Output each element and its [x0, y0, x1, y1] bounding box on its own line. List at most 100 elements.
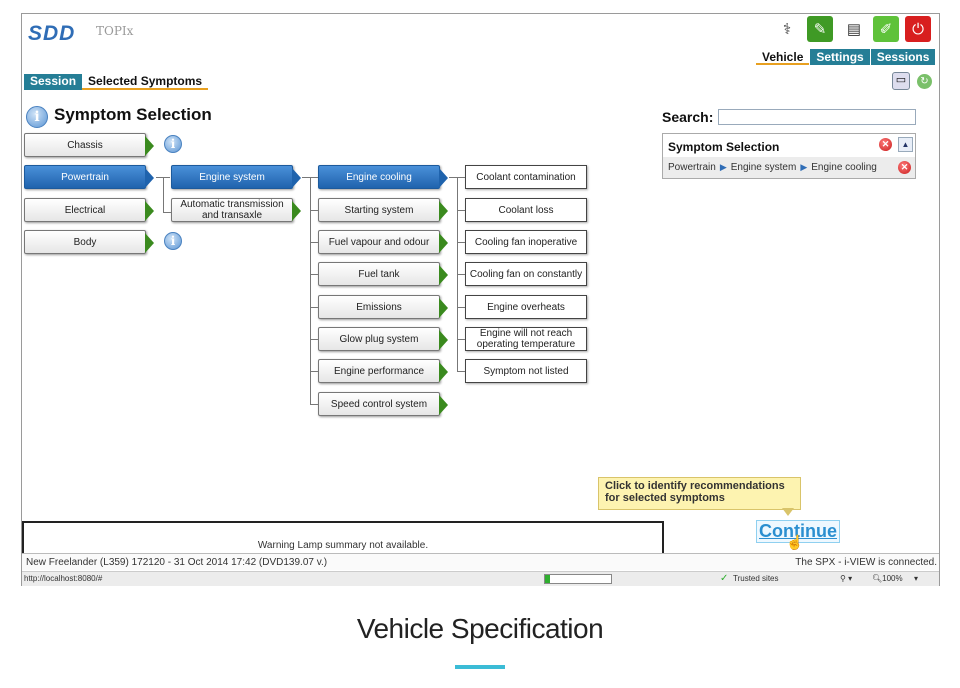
check-icon: ✓: [720, 573, 729, 584]
progress-fill: [545, 575, 550, 583]
node-label: Engine performance: [333, 365, 425, 377]
status-bar: New Freelander (L359) 172120 - 31 Oct 20…: [22, 553, 939, 570]
protected-mode-icon[interactable]: ⚲ ▾: [840, 574, 853, 583]
expand-arrow-icon: [439, 201, 448, 221]
node-label: Glow plug system: [339, 333, 419, 345]
zoom-level[interactable]: 🔍︎100%: [872, 574, 903, 583]
info-icon[interactable]: i: [164, 232, 182, 250]
exit-icon[interactable]: ⏻: [905, 16, 931, 42]
search-label: Search:: [662, 109, 714, 125]
tab-settings[interactable]: Settings: [809, 49, 870, 65]
node-label: Automatic transmission and transaxle: [180, 199, 284, 221]
connector: [310, 177, 311, 405]
expand-arrow-icon: [145, 168, 154, 188]
breadcrumb-session[interactable]: Session: [24, 74, 83, 90]
tree-node-automatic-transmission[interactable]: Automatic transmission and transaxle: [171, 198, 301, 222]
expand-arrow-icon: [292, 168, 301, 188]
cursor-icon: ☝: [786, 534, 804, 550]
security-zone: Trusted sites: [733, 574, 779, 583]
caption-underline: [455, 665, 505, 669]
refresh-icon[interactable]: ↻: [917, 74, 932, 89]
connector: [163, 212, 171, 213]
tree-node-fuel-vapour[interactable]: Fuel vapour and odour: [318, 230, 448, 254]
tree-node-glow-plug[interactable]: Glow plug system: [318, 327, 448, 351]
symptom-cooling-fan-on[interactable]: Cooling fan on constantly: [465, 262, 587, 286]
sdd-logo: SDD: [28, 22, 76, 45]
zoom-dropdown-icon[interactable]: ▾: [914, 574, 919, 583]
edit-icon[interactable]: ✐: [873, 16, 899, 42]
tree-node-chassis[interactable]: Chassis: [24, 133, 154, 157]
calendar-icon[interactable]: ▤: [846, 21, 862, 38]
tree-node-engine-system[interactable]: Engine system: [171, 165, 301, 189]
browser-url: http://localhost:8080/#: [24, 574, 103, 583]
stethoscope-icon[interactable]: ⚕: [782, 21, 792, 38]
continue-tooltip: Click to identify recommendations for se…: [598, 477, 801, 510]
symptom-engine-overheats[interactable]: Engine overheats: [465, 295, 587, 319]
tree-node-powertrain[interactable]: Powertrain: [24, 165, 154, 189]
tools-icon[interactable]: ✎: [807, 16, 833, 42]
node-label: Starting system: [344, 204, 414, 216]
tab-sessions[interactable]: Sessions: [869, 49, 936, 65]
info-icon[interactable]: i: [164, 135, 182, 153]
zoom-value: 100%: [882, 574, 903, 583]
node-label: Emissions: [356, 301, 402, 313]
expand-arrow-icon: [145, 136, 154, 156]
continue-button[interactable]: Continue: [756, 520, 840, 543]
symptom-cooling-fan-inoperative[interactable]: Cooling fan inoperative: [465, 230, 587, 254]
connector: [310, 339, 318, 340]
expand-arrow-icon: [439, 265, 448, 285]
expand-arrow-icon: [439, 395, 448, 415]
breadcrumb: Session Selected Symptoms: [24, 74, 209, 90]
tooltip-pointer: [782, 508, 794, 516]
symptom-coolant-loss[interactable]: Coolant loss: [465, 198, 587, 222]
connection-status: The SPX - i-VIEW is connected.: [795, 557, 937, 568]
progress-bar: [544, 574, 612, 584]
clear-all-icon[interactable]: ✕: [879, 138, 892, 151]
expand-arrow-icon: [439, 330, 448, 350]
tree-node-fuel-tank[interactable]: Fuel tank: [318, 262, 448, 286]
main-tabs: Vehicle Settings Sessions: [756, 49, 936, 65]
app-subtitle: TOPIx: [96, 24, 134, 38]
path-arrow-icon: ▶: [719, 162, 727, 172]
connector: [310, 404, 318, 405]
tree-node-speed-control[interactable]: Speed control system: [318, 392, 448, 416]
caption-title: Vehicle Specification: [356, 613, 604, 644]
path-item: Powertrain: [668, 162, 716, 173]
tree-node-engine-performance[interactable]: Engine performance: [318, 359, 448, 383]
tab-vehicle[interactable]: Vehicle: [756, 49, 810, 65]
selected-symptom-path: Powertrain ▶ Engine system ▶ Engine cool…: [663, 157, 915, 178]
symptom-coolant-contamination[interactable]: Coolant contamination: [465, 165, 587, 189]
node-label: Chassis: [67, 139, 103, 151]
path-arrow-icon: ▶: [800, 162, 808, 172]
node-label: Body: [73, 236, 97, 248]
tree-node-engine-cooling[interactable]: Engine cooling: [318, 165, 448, 189]
connector: [310, 307, 318, 308]
warning-lamp-summary: Warning Lamp summary not available.: [22, 521, 664, 555]
expand-arrow-icon: [145, 233, 154, 253]
panel-title: Symptom Selection: [668, 140, 780, 154]
node-label: Fuel tank: [358, 268, 400, 280]
connector: [457, 210, 465, 211]
collapse-icon[interactable]: ▲: [898, 137, 913, 152]
node-label: Fuel vapour and odour: [328, 236, 430, 248]
expand-arrow-icon: [439, 362, 448, 382]
monitor-icon[interactable]: ▭: [892, 72, 910, 90]
node-label: Electrical: [64, 204, 106, 216]
remove-symptom-icon[interactable]: ✕: [898, 161, 911, 174]
connector: [457, 371, 465, 372]
node-label: Powertrain: [61, 171, 109, 183]
search-input[interactable]: [718, 109, 916, 125]
tree-node-emissions[interactable]: Emissions: [318, 295, 448, 319]
connector: [457, 274, 465, 275]
tree-node-starting-system[interactable]: Starting system: [318, 198, 448, 222]
tree-node-electrical[interactable]: Electrical: [24, 198, 154, 222]
symptom-not-listed[interactable]: Symptom not listed: [465, 359, 587, 383]
connector: [163, 177, 164, 213]
symptom-selection-panel: Symptom Selection ✕ ▲ Powertrain ▶ Engin…: [662, 133, 916, 179]
connector: [457, 307, 465, 308]
connector: [457, 242, 465, 243]
tree-node-body[interactable]: Body: [24, 230, 154, 254]
symptom-engine-not-reach-temp[interactable]: Engine will not reach operating temperat…: [465, 327, 587, 351]
vehicle-info: New Freelander (L359) 172120 - 31 Oct 20…: [26, 557, 328, 568]
breadcrumb-current[interactable]: Selected Symptoms: [82, 74, 209, 90]
